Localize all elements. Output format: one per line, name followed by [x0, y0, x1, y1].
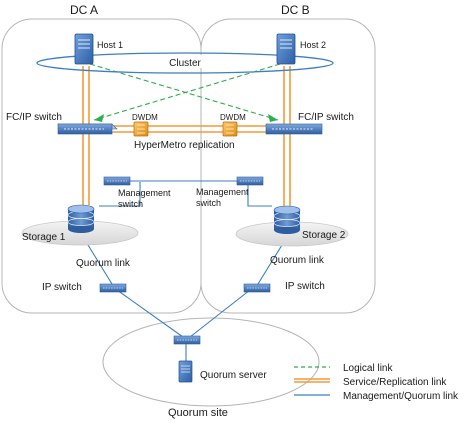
- storage1-label: Storage 1: [22, 232, 66, 243]
- legend-management-link-label: Management/Quorum link: [343, 391, 459, 402]
- ip-switch-b-label: IP switch: [285, 281, 325, 292]
- management-switch-a-icon[interactable]: [103, 176, 131, 186]
- logical-link-arrowhead-a: [94, 114, 104, 122]
- storage2-label: Storage 2: [302, 230, 346, 241]
- host1-label: Host 1: [97, 40, 123, 50]
- host2-label: Host 2: [300, 40, 326, 50]
- quorum-site-region: [102, 317, 320, 407]
- management-switch-a-label-line2: switch: [118, 199, 143, 209]
- quorum-site-title: Quorum site: [168, 407, 228, 419]
- management-switch-b-label-line1: Management: [196, 187, 249, 197]
- fcip-switch-a-label: FC/IP switch: [6, 112, 62, 123]
- quorum-server-label: Quorum server: [200, 370, 267, 381]
- legend-service-link-label: Service/Replication link: [343, 377, 447, 388]
- ip-switch-a-icon[interactable]: [99, 283, 127, 293]
- host2-server-icon[interactable]: [276, 33, 296, 65]
- dwdm-b-icon[interactable]: [222, 121, 238, 137]
- ip-switch-a-label: IP switch: [42, 282, 82, 293]
- dwdm-a-icon[interactable]: [133, 121, 149, 137]
- logical-link-arrowhead-b: [268, 114, 278, 122]
- quorum-link-b-label: Quorum link: [270, 255, 325, 266]
- dc-a-title: DC A: [70, 3, 98, 17]
- logical-links: [89, 63, 281, 121]
- management-switch-a-label-line1: Management: [118, 188, 171, 198]
- fcip-switch-b-label: FC/IP switch: [298, 112, 354, 123]
- quorum-server-icon[interactable]: [178, 360, 193, 383]
- management-switch-b-icon[interactable]: [236, 176, 264, 186]
- dwdm-b-label: DWDM: [220, 113, 246, 122]
- legend: Logical link Service/Replication link Ma…: [294, 363, 459, 402]
- cluster-ring: [36, 52, 334, 74]
- dwdm-a-label: DWDM: [132, 113, 158, 122]
- management-switch-b-label-line2: switch: [196, 198, 221, 208]
- fcip-switch-b-icon[interactable]: [265, 123, 323, 135]
- quorum-site-switch-icon[interactable]: [173, 335, 201, 345]
- management-quorum-links: [79, 180, 291, 362]
- ip-switch-b-icon[interactable]: [243, 283, 271, 293]
- host1-server-icon[interactable]: [74, 33, 94, 65]
- quorum-link-a-label: Quorum link: [76, 258, 131, 269]
- legend-logical-link-label: Logical link: [343, 363, 393, 374]
- cluster-label: Cluster: [169, 58, 201, 69]
- fcip-switch-a-icon[interactable]: [57, 123, 118, 135]
- cluster-label-bg: [165, 55, 205, 68]
- dc-b-title: DC B: [281, 3, 310, 17]
- storage1-array-icon[interactable]: [67, 204, 95, 233]
- replication-label: HyperMetro replication: [134, 140, 235, 151]
- storage2-array-icon[interactable]: [273, 205, 301, 234]
